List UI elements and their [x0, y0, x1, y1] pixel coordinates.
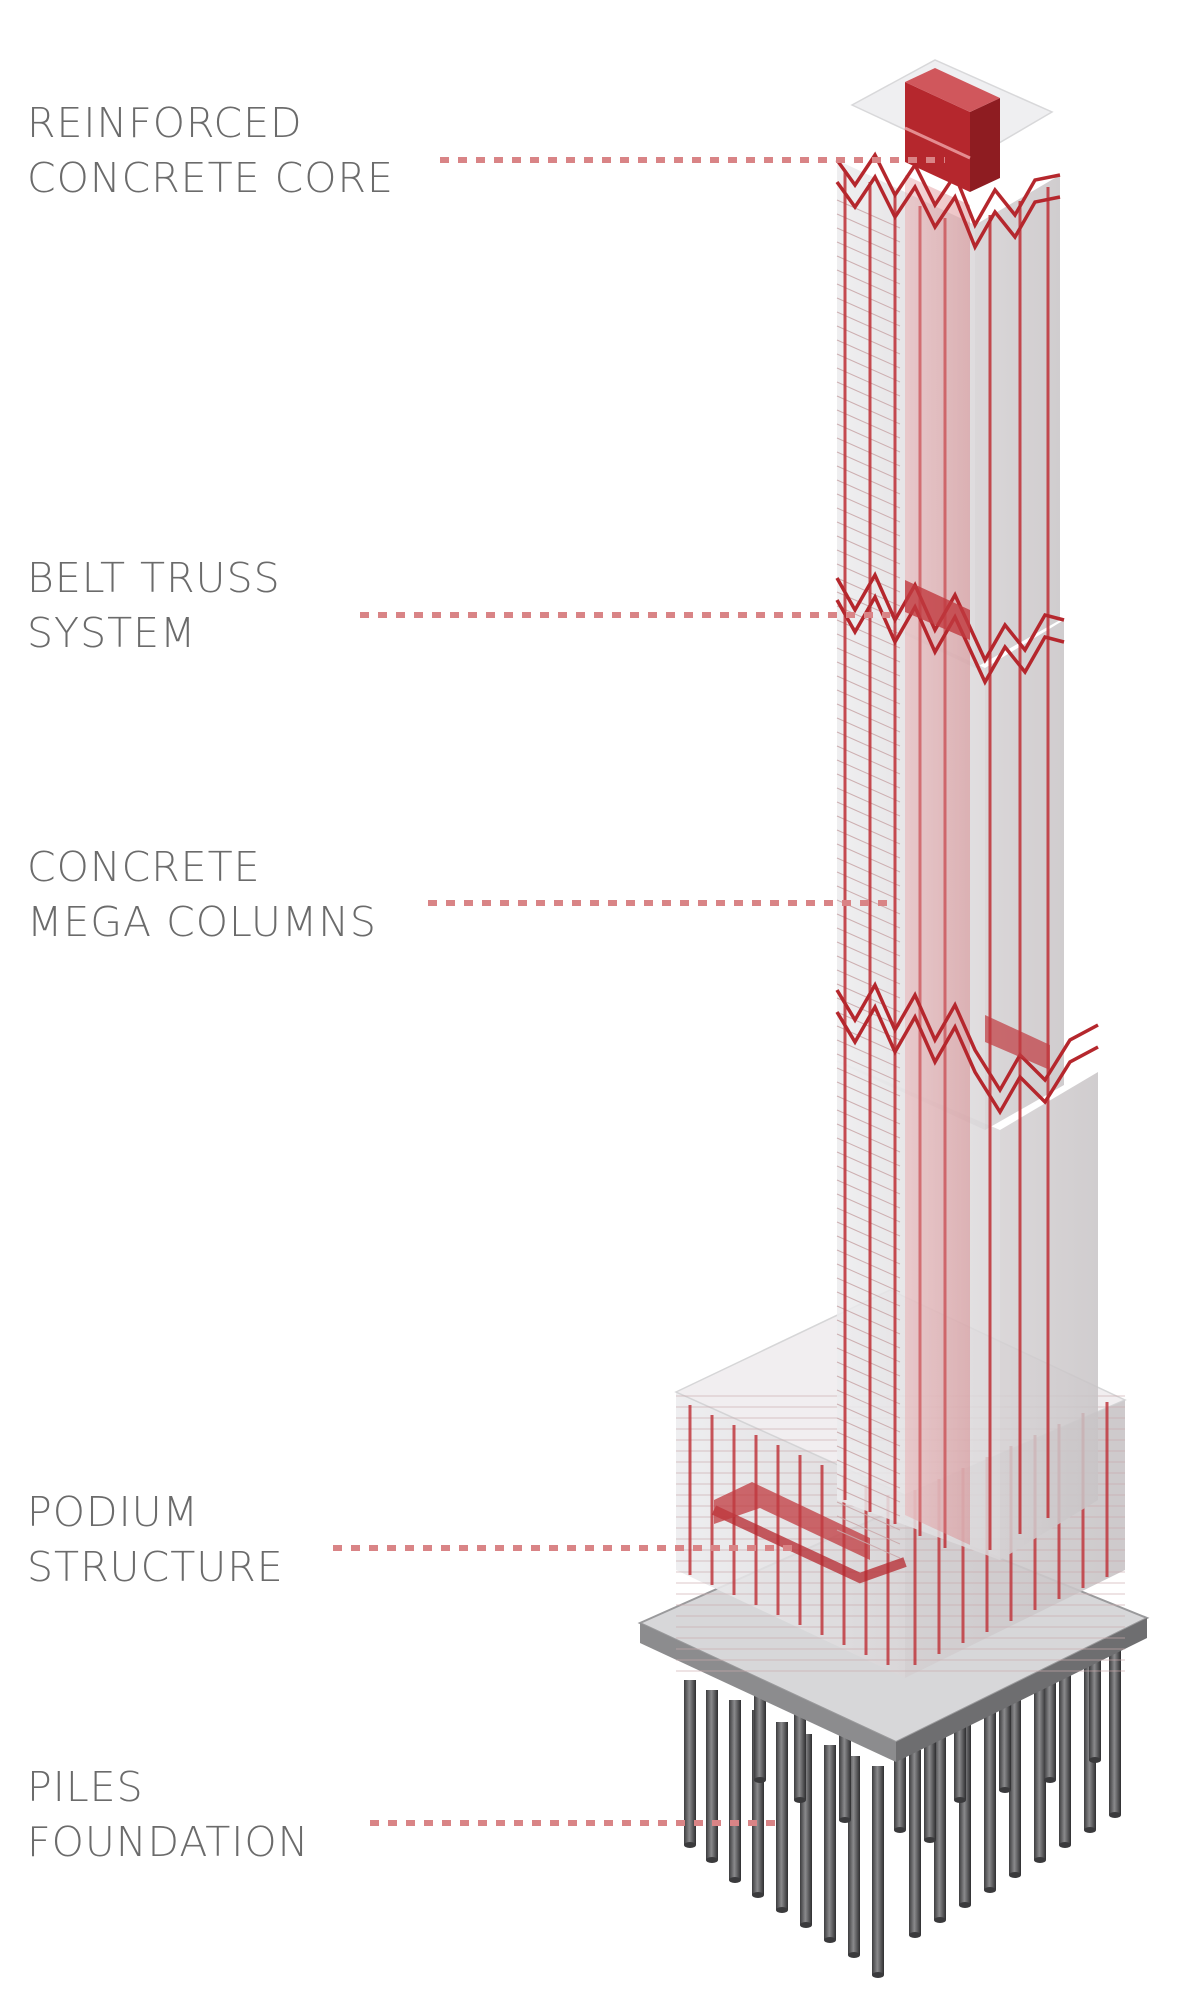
tower-shaft	[836, 160, 1098, 1560]
core-block-top	[905, 68, 1000, 112]
pile-tip-16	[1059, 1842, 1071, 1848]
pile-9	[872, 1766, 884, 1975]
pile-tip-18	[1109, 1812, 1121, 1818]
pile-10	[909, 1750, 921, 1935]
pile-7	[824, 1745, 836, 1940]
concrete-core-shaft	[905, 175, 970, 1545]
label-piles-line1: PILES	[27, 1763, 144, 1811]
belt-truss-lower-2	[835, 1003, 1099, 1116]
pile-tip-26	[894, 1827, 906, 1833]
pile-tip-25	[1089, 1757, 1101, 1763]
core-block-front	[905, 82, 970, 192]
label-belt-truss-line2: SYSTEM	[27, 609, 197, 657]
label-mega-columns-line1: CONCRETE	[27, 843, 261, 891]
core-block-band	[904, 126, 971, 160]
pile-tip-8	[848, 1952, 860, 1958]
pile-13	[984, 1705, 996, 1890]
pile-tip-5	[776, 1907, 788, 1913]
pile-tip-27	[924, 1837, 936, 1843]
pile-5	[776, 1722, 788, 1910]
belt-truss-middle-band	[905, 580, 970, 640]
label-podium-line2: STRUCTURE	[27, 1543, 284, 1591]
label-mega-columns-line2: MEGA COLUMNS	[27, 898, 377, 946]
pile-tip-23	[999, 1787, 1011, 1793]
label-core-line1: REINFORCED	[27, 99, 303, 147]
pile-14	[1009, 1690, 1021, 1875]
pile-3	[729, 1700, 741, 1880]
label-core-line2: CONCRETE CORE	[27, 154, 394, 202]
pile-tip-19	[754, 1777, 766, 1783]
pile-11	[934, 1735, 946, 1920]
pile-tip-12	[959, 1902, 971, 1908]
label-piles-line2: FOUNDATION	[27, 1818, 310, 1866]
pile-1	[684, 1680, 696, 1845]
core-block-side	[970, 98, 1000, 192]
label-concrete-mega-columns: CONCRETE MEGA COLUMNS	[27, 840, 377, 950]
pile-tip-13	[984, 1887, 996, 1893]
pile-16	[1059, 1660, 1071, 1845]
belt-truss-lower	[835, 981, 1099, 1094]
pile-tip-22	[954, 1797, 966, 1803]
pile-tip-24	[1044, 1777, 1056, 1783]
pile-tip-4	[752, 1892, 764, 1898]
belt-truss-lower-band	[985, 1015, 1050, 1070]
podium-transfer-beam	[711, 1505, 907, 1584]
label-reinforced-concrete-core: REINFORCED CONCRETE CORE	[27, 96, 394, 206]
belt-truss-middle-lower	[835, 593, 1065, 686]
pile-tip-2	[706, 1857, 718, 1863]
pile-2	[706, 1690, 718, 1860]
pile-15	[1034, 1675, 1046, 1860]
floor-plate-edge	[836, 1515, 901, 1545]
pile-tip-14	[1009, 1872, 1021, 1878]
pile-tip-21	[839, 1817, 851, 1823]
pile-tip-10	[909, 1932, 921, 1938]
pile-tip-3	[729, 1877, 741, 1883]
pile-tip-7	[824, 1937, 836, 1943]
label-podium-structure: PODIUM STRUCTURE	[27, 1485, 284, 1595]
belt-truss-top-lower	[835, 173, 1061, 252]
label-belt-truss-system: BELT TRUSS SYSTEM	[27, 551, 281, 661]
leader-lines	[333, 157, 945, 1826]
tower-middle-right-face	[985, 620, 1064, 1130]
podium-core-wall	[714, 1482, 870, 1560]
pile-tip-6	[800, 1922, 812, 1928]
pile-tip-15	[1034, 1857, 1046, 1863]
label-podium-line1: PODIUM	[27, 1488, 200, 1536]
pile-tip-20	[794, 1797, 806, 1803]
pile-tip-9	[872, 1972, 884, 1978]
reinforced-concrete-core	[850, 59, 1054, 192]
floor-plate-edge	[836, 1529, 901, 1559]
pile-tip-17	[1084, 1827, 1096, 1833]
belt-truss-top	[835, 151, 1061, 230]
label-belt-truss-line1: BELT TRUSS	[27, 554, 281, 602]
tower-upper-right-face	[975, 175, 1060, 668]
belt-truss-system	[835, 151, 1099, 1116]
label-piles-foundation: PILES FOUNDATION	[27, 1760, 309, 1870]
floor-plate-edge	[836, 1501, 901, 1531]
pile-tip-11	[934, 1917, 946, 1923]
pile-tip-1	[684, 1842, 696, 1848]
